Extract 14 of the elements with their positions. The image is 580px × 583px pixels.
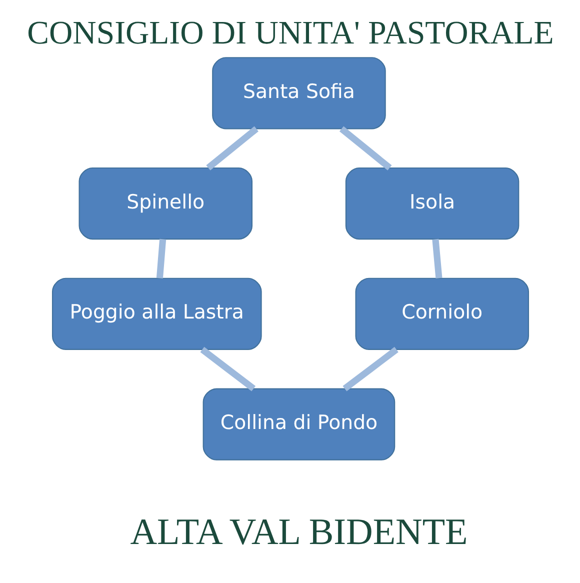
node-box: Corniolo [354,278,529,350]
caption: ALTA VAL BIDENTE [130,512,468,554]
node-box: Collina di Pondo [202,388,395,460]
diagram-title: CONSIGLIO DI UNITA' PASTORALE [26,15,554,52]
connector [200,346,256,392]
node-box: Spinello [78,167,252,240]
connector [156,238,166,278]
connector [206,126,258,170]
node-box: Santa Sofia [212,57,386,130]
node-box: Isola [344,167,519,240]
connector [338,126,392,170]
node-box: Poggio alla Lastra [51,278,262,350]
connector [432,238,442,279]
connector [342,346,398,392]
